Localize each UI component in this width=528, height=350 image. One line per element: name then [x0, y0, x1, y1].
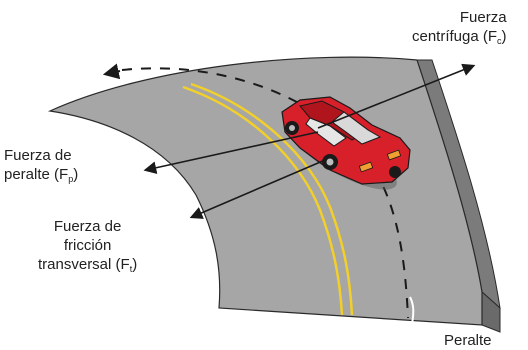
transverse-friction-label-line2: fricción	[63, 237, 112, 254]
centrifugal-force-close: )	[501, 28, 507, 45]
car-wheel	[389, 166, 401, 178]
superelevation-force-label: Fuerza de peralte (Fp)	[4, 146, 78, 189]
superelevation-force-close: )	[73, 166, 79, 183]
superelevation-label: Peralte	[444, 332, 492, 349]
road-surface	[47, 56, 483, 326]
transverse-friction-force-arrow	[189, 159, 326, 219]
dashed-line-arrow	[102, 63, 121, 80]
superelevation-force-label-line1: Fuerza de	[4, 147, 72, 164]
centrifugal-force-label-line1: Fuerza	[459, 9, 507, 26]
superelevation-force-subscript: p	[68, 174, 74, 184]
transverse-friction-label-line3: transversal (F	[38, 256, 130, 273]
center-line-yellow-1	[182, 85, 344, 316]
centrifugal-force-label-line2: centrífuga (F	[412, 28, 498, 45]
car-wheel	[326, 158, 334, 166]
transverse-friction-subscript: t	[129, 264, 133, 274]
car-headlight	[386, 149, 402, 161]
car-side-window	[305, 117, 347, 147]
car-wheel	[289, 125, 295, 131]
centrifugal-force-arrow	[317, 63, 476, 129]
transverse-friction-label-line1: Fuerza de	[53, 218, 122, 235]
car	[281, 96, 411, 190]
center-line-yellow-2	[190, 82, 354, 316]
edge-white-mark	[409, 296, 415, 325]
transverse-friction-close: )	[132, 256, 138, 273]
transverse-friction-label: Fuerza de fricción transversal (Ft)	[38, 217, 137, 279]
car-headlight	[358, 161, 374, 173]
centrifugal-force-label: Fuerza centrífuga (Fc)	[412, 8, 507, 51]
superelevation-force-label-line2: peralte (F	[4, 166, 69, 183]
centrifugal-force-subscript: c	[497, 36, 502, 46]
superelevation-force-arrow	[143, 131, 319, 175]
